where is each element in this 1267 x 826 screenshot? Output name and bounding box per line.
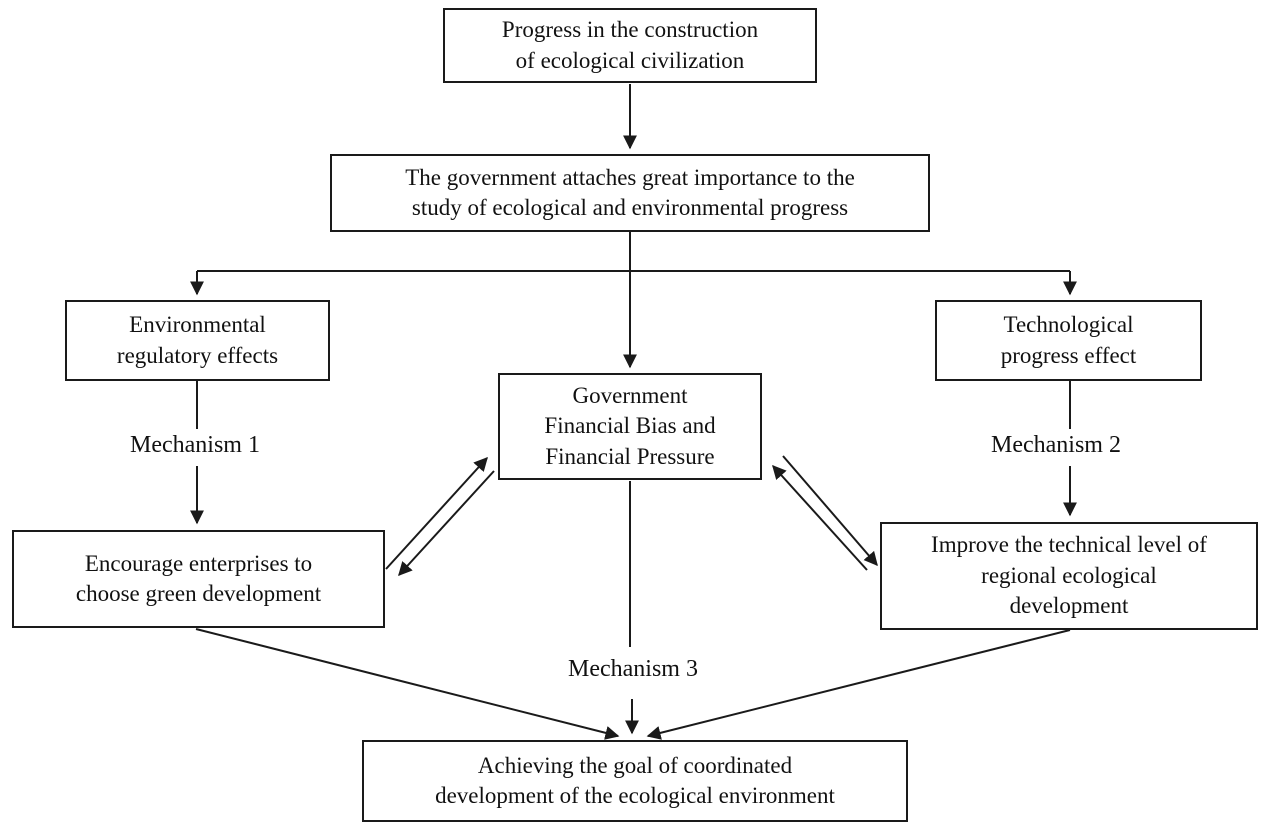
node-government-attaches-importance: The government attaches great importance…: [330, 154, 930, 232]
edge-label-mechanism-1: Mechanism 1: [130, 432, 260, 458]
edge-financial-to-encourage: [398, 470, 495, 577]
node-government-financial-bias: Government Financial Bias and Financial …: [498, 373, 762, 480]
node-encourage-green-development: Encourage enterprises to choose green de…: [12, 530, 385, 628]
edge-encourage-to-financial: [385, 456, 488, 570]
node-ecological-civilization-progress: Progress in the construction of ecologic…: [443, 8, 817, 83]
edge-encourage-to-achieving: [195, 628, 620, 740]
edge-improve-to-achieving: [646, 629, 1071, 740]
edge-improve-to-financial: [772, 464, 868, 571]
node-environmental-regulatory-effects: Environmental regulatory effects: [65, 300, 330, 381]
node-coordinated-development-goal: Achieving the goal of coordinated develo…: [362, 740, 908, 822]
edge-label-mechanism-3: Mechanism 3: [568, 656, 698, 682]
edge-financial-to-improve: [782, 455, 878, 567]
node-technological-progress-effect: Technological progress effect: [935, 300, 1202, 381]
node-improve-technical-level: Improve the technical level of regional …: [880, 522, 1258, 630]
edge-label-mechanism-2: Mechanism 2: [991, 432, 1121, 458]
